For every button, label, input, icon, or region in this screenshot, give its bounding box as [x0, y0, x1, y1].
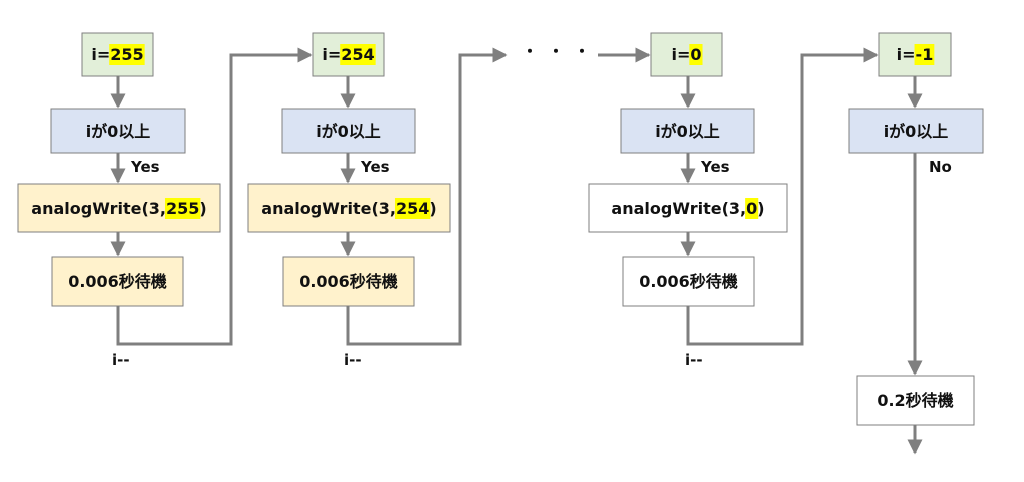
wait-box: [51, 256, 184, 307]
branch-label-yes: Yes: [130, 158, 160, 176]
loop-exit-column: i=-1 iが0以上 No 0.2秒待機: [848, 32, 984, 455]
wait-label: 0.006秒待機: [68, 272, 167, 291]
condition-label: iが0以上: [655, 122, 720, 141]
write-prefix: analogWrite(3,: [611, 199, 746, 218]
value-highlight: [745, 198, 759, 219]
ellipsis-continuation: ・・・: [522, 42, 600, 61]
write-label: analogWrite(3,255): [31, 199, 206, 218]
write-label: analogWrite(3,0): [611, 199, 764, 218]
value-highlight: [914, 44, 935, 65]
value-highlight: [164, 198, 201, 219]
write-suffix: ): [757, 199, 764, 218]
condition-box: [848, 108, 984, 154]
init-prefix: i=: [322, 45, 341, 64]
condition-box: [50, 108, 186, 154]
write-prefix: analogWrite(3,: [31, 199, 166, 218]
init-value: 0: [690, 45, 701, 64]
condition-box: [620, 108, 755, 154]
write-suffix: ): [429, 199, 436, 218]
init-prefix: i=: [671, 45, 690, 64]
wait-label: 0.006秒待機: [639, 272, 738, 291]
loop-connector-3-to-final: [686, 47, 879, 346]
branch-label-yes: Yes: [360, 158, 390, 176]
decrement-label: i--: [112, 351, 130, 369]
loop-connector-2-to-ellipsis: [346, 47, 508, 346]
value-highlight: [109, 44, 145, 65]
loop-connector-1-to-2: [116, 47, 313, 346]
init-value: 255: [110, 45, 143, 64]
write-value: 0: [746, 199, 757, 218]
init-prefix: i=: [91, 45, 110, 64]
value-highlight: [689, 44, 703, 65]
wait-box: [622, 256, 755, 307]
wait-label: 0.006秒待機: [299, 272, 398, 291]
init-value: -1: [916, 45, 934, 64]
final-wait-box: [856, 375, 975, 426]
value-highlight: [340, 44, 376, 65]
loop-column-3: i=0 iが0以上 Yes analogWrite(3,0) 0.006秒待機 …: [588, 32, 788, 369]
init-label: i=-1: [897, 45, 934, 64]
init-box: [650, 32, 723, 77]
value-highlight: [394, 198, 431, 219]
init-label: i=254: [322, 45, 374, 64]
write-value: 254: [396, 199, 429, 218]
loop-column-2: i=254 iが0以上 Yes analogWrite(3,254) 0.006…: [247, 32, 451, 369]
loop-column-1: i=255 iが0以上 Yes analogWrite(3,255) 0.006…: [17, 32, 221, 369]
branch-label-no: No: [929, 158, 952, 176]
decrement-label: i--: [344, 351, 362, 369]
branch-label-yes: Yes: [700, 158, 730, 176]
final-wait-label: 0.2秒待機: [877, 391, 953, 410]
write-suffix: ): [199, 199, 206, 218]
condition-box: [281, 108, 416, 154]
init-value: 254: [341, 45, 374, 64]
init-prefix: i=: [897, 45, 916, 64]
write-prefix: analogWrite(3,: [261, 199, 396, 218]
write-value: 255: [166, 199, 199, 218]
condition-label: iが0以上: [884, 122, 949, 141]
init-label: i=0: [671, 45, 701, 64]
condition-label: iが0以上: [86, 122, 151, 141]
init-label: i=255: [91, 45, 143, 64]
write-label: analogWrite(3,254): [261, 199, 436, 218]
wait-box: [282, 256, 415, 307]
decrement-label: i--: [685, 351, 703, 369]
condition-label: iが0以上: [316, 122, 381, 141]
